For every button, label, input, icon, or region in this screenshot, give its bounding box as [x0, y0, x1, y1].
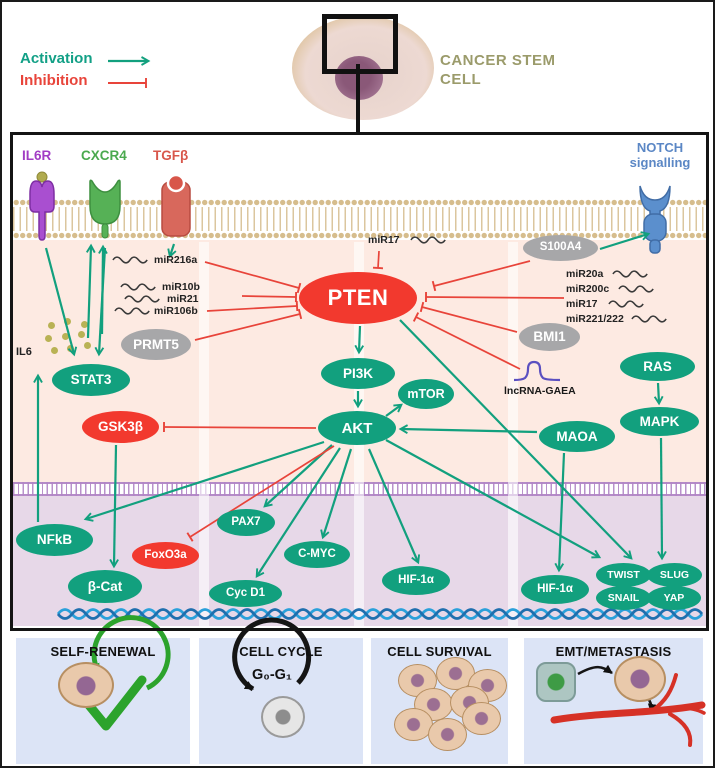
node-mapk: MAPK [620, 407, 699, 436]
outcome-title: CELL CYCLE [239, 644, 323, 659]
zoom-rectangle [322, 14, 398, 74]
column-divider [199, 242, 209, 626]
node-s100a4: S100A4 [523, 235, 598, 261]
mirna-label: miR21 [167, 293, 199, 305]
node-twist: TWIST [596, 563, 651, 587]
node-stat3: STAT3 [52, 364, 130, 396]
node-slug: SLUG [647, 563, 702, 587]
node-cmyc: C-MYC [284, 541, 350, 568]
column-divider [508, 242, 518, 626]
node-bmi1: BMI1 [519, 323, 580, 351]
node-gsk3b: GSK3β [82, 411, 159, 443]
node-hif1a-right: HIF-1α [521, 575, 589, 604]
rna-squiggle-icon [114, 306, 152, 315]
rna-squiggle-icon [612, 269, 650, 278]
node-pi3k: PI3K [321, 358, 395, 389]
il6r-label: IL6R [22, 148, 52, 163]
node-ras: RAS [620, 352, 695, 381]
plasma-membrane [13, 198, 706, 240]
cell-cycle-phase-annotation: G₀-G₁ [252, 667, 292, 683]
node-foxo3a: FoxO3a [132, 542, 199, 569]
self-renewal-cell-icon [58, 662, 114, 708]
cxcr4-receptor-icon [89, 179, 121, 239]
emt-mesenchymal-cell-icon [614, 656, 666, 702]
rna-squiggle-icon [410, 235, 448, 244]
node-yap: YAP [647, 586, 701, 610]
lncrna-hairpin-icon [513, 360, 561, 382]
survival-cell-icon [394, 708, 433, 741]
legend-activation-label: Activation [20, 50, 93, 67]
il6-molecules-icon [48, 322, 55, 329]
il6r-receptor-icon [29, 171, 55, 241]
node-hif1a-center: HIF-1α [382, 566, 450, 595]
node-maoa: MAOA [539, 421, 615, 452]
rna-squiggle-icon [120, 282, 158, 291]
outcome-title: EMT/METASTASIS [555, 644, 672, 659]
notch-signalling-label: NOTCH signalling [629, 140, 691, 170]
tgfb-receptor-icon [161, 173, 191, 237]
cancer-stem-cell-label: CANCER STEM CELL [440, 52, 556, 88]
tgfb-label: TGFβ [153, 148, 189, 163]
node-mtor: mTOR [398, 379, 454, 409]
mirna-label: miR221/222 [566, 313, 624, 325]
mir17-top-label: miR17 [368, 234, 400, 246]
node-pten: PTEN [299, 272, 417, 324]
rna-squiggle-icon [618, 284, 656, 293]
mirna-label: miR106b [154, 305, 198, 317]
cxcr4-label: CXCR4 [81, 148, 127, 163]
rna-squiggle-icon [124, 294, 162, 303]
lncrna-gaea-label: lncRNA-GAEA [504, 385, 576, 397]
survival-cell-icon [414, 688, 453, 721]
survival-cell-icon [462, 702, 501, 735]
notch-receptor-icon [639, 185, 671, 254]
rna-squiggle-icon [112, 255, 150, 264]
node-snail: SNAIL [596, 586, 651, 610]
mirna-label: miR20a [566, 268, 604, 280]
legend-inhibition-label: Inhibition [20, 72, 88, 89]
node-bcat: β-Cat [68, 570, 142, 603]
mirna-label: miR10b [162, 281, 200, 293]
mirna-label: miR17 [566, 298, 598, 310]
emt-epithelial-cell-icon [536, 662, 576, 702]
outcome-title: CELL SURVIVAL [387, 644, 492, 659]
cell-cycle-cell-icon [261, 696, 305, 738]
mirna-label: miR216a [154, 254, 198, 266]
mirna-label: miR200c [566, 283, 610, 295]
survival-cell-icon [428, 718, 467, 751]
outcome-title: SELF-RENEWAL [50, 644, 156, 659]
node-akt: AKT [318, 411, 396, 445]
node-prmt5: PRMT5 [121, 329, 191, 360]
rna-squiggle-icon [631, 314, 669, 323]
node-nfkb: NFkB [16, 524, 93, 556]
node-cycd1: Cyc D1 [209, 580, 282, 607]
node-pax7: PAX7 [217, 509, 275, 536]
il6-label: IL6 [16, 346, 32, 358]
rna-squiggle-icon [608, 299, 646, 308]
